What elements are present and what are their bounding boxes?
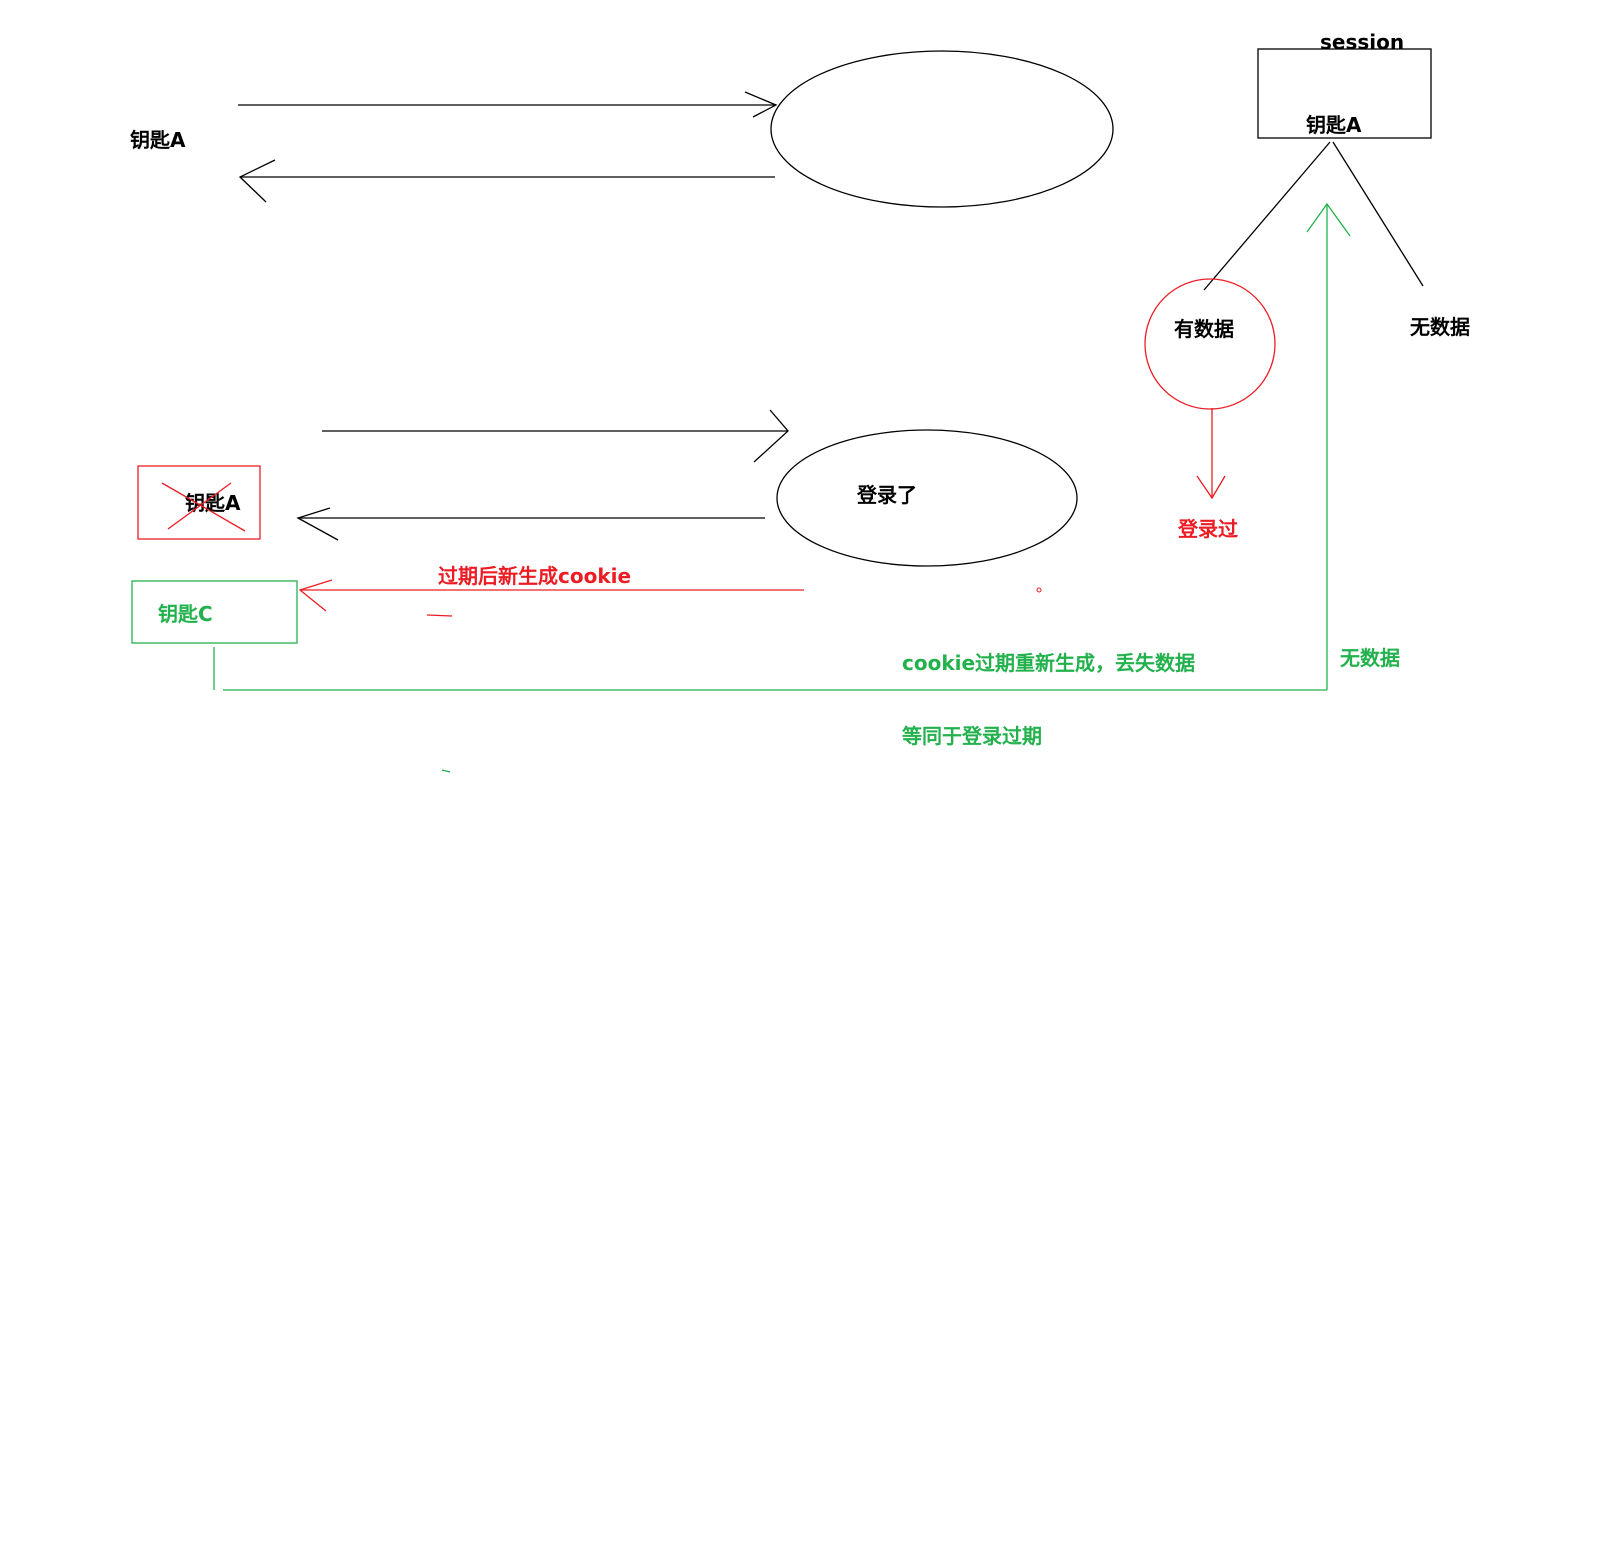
cross-line-1 bbox=[161, 482, 246, 532]
cookie-expired-lost-label: cookie过期重新生成，丢失数据 bbox=[902, 651, 1195, 675]
has-data-label: 有数据 bbox=[1174, 317, 1234, 341]
key-c-box bbox=[131, 580, 298, 644]
session-key-label: 钥匙A bbox=[1306, 113, 1362, 137]
branch-has-data bbox=[1203, 141, 1331, 291]
stray-mark-green bbox=[441, 769, 451, 773]
key-a-top-label: 钥匙A bbox=[130, 128, 186, 152]
stray-mark-dot bbox=[1036, 587, 1042, 593]
response-arrow-mid-head bbox=[296, 507, 339, 541]
server-ellipse-mid bbox=[776, 429, 1078, 567]
logged-in-label: 登录了 bbox=[856, 483, 917, 507]
server-ellipse-top bbox=[770, 50, 1114, 208]
no-data-right-label: 无数据 bbox=[1410, 315, 1470, 339]
cross-line-2 bbox=[167, 482, 232, 530]
stray-mark-red bbox=[426, 614, 453, 617]
request-arrow-mid-head bbox=[753, 409, 789, 463]
no-data-green-label: 无数据 bbox=[1340, 646, 1400, 670]
response-arrow-top-head bbox=[238, 159, 276, 203]
expired-new-cookie-label: 过期后新生成cookie bbox=[438, 564, 631, 588]
has-data-circle bbox=[1144, 278, 1276, 410]
key-c-label: 钥匙C bbox=[158, 602, 213, 626]
equals-login-expired-label: 等同于登录过期 bbox=[902, 724, 1042, 748]
expired-arrow-head bbox=[298, 579, 333, 612]
session-box bbox=[1257, 48, 1432, 139]
logged-before-label: 登录过 bbox=[1177, 517, 1238, 541]
green-path-arrow-head bbox=[1306, 202, 1351, 237]
session-title: session bbox=[1320, 30, 1404, 54]
crossed-key-label: 钥匙A bbox=[185, 491, 241, 515]
branch-no-data bbox=[1332, 141, 1424, 287]
logged-before-arrow-head bbox=[1196, 475, 1226, 500]
crossed-key-box bbox=[137, 465, 261, 540]
request-arrow-top-head bbox=[744, 91, 778, 118]
